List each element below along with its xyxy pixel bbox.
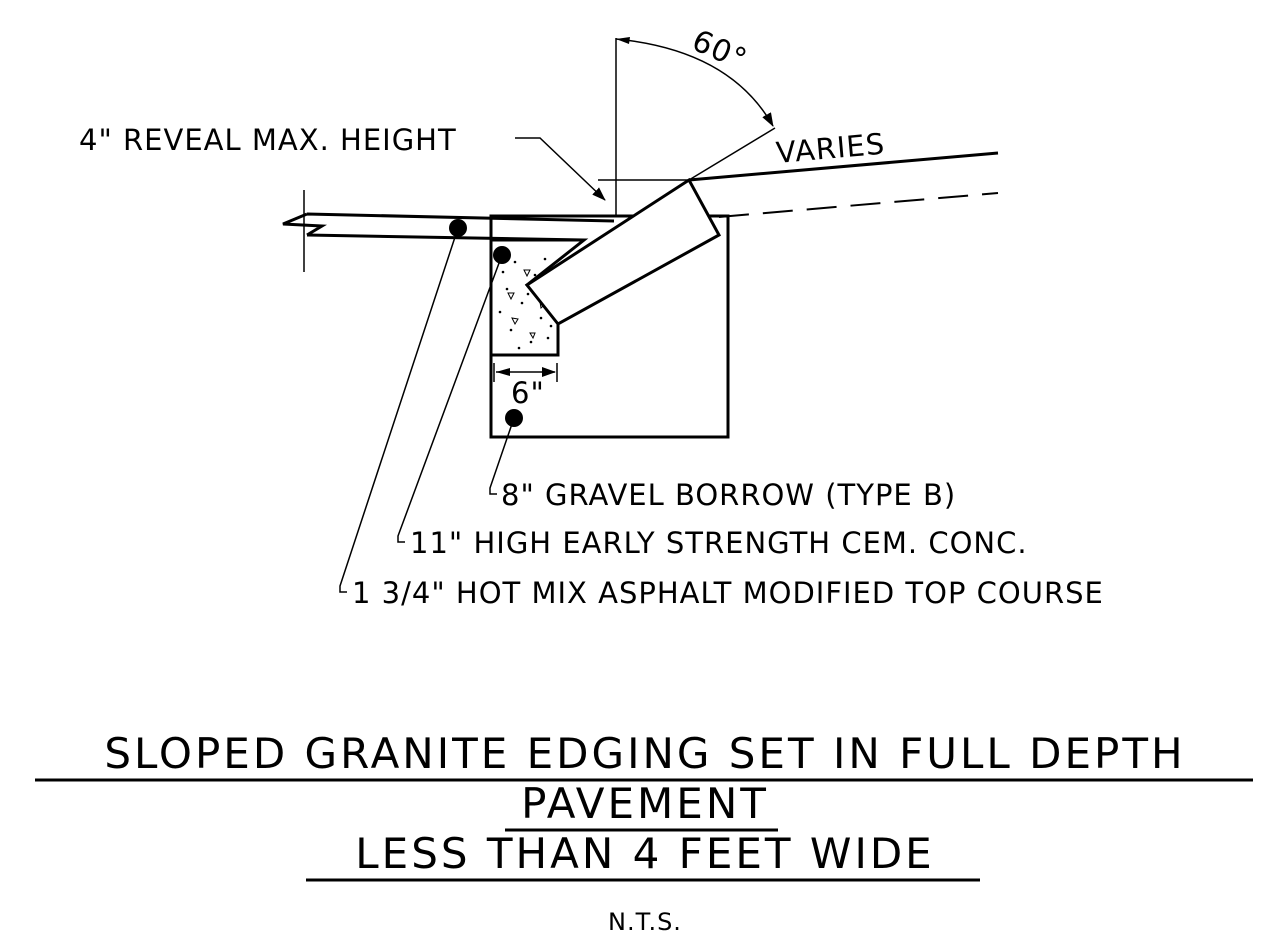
- asphalt-label: 1 3/4" HOT MIX ASPHALT MODIFIED TOP COUR…: [352, 576, 1104, 610]
- granite-edging-stone: [524, 177, 722, 326]
- concrete-leader: [397, 254, 503, 543]
- title-line-3: LESS THAN 4 FEET WIDE: [355, 829, 934, 878]
- gravel-borrow-label: 8" GRAVEL BORROW (TYPE B): [501, 478, 956, 512]
- title-line-1: SLOPED GRANITE EDGING SET IN FULL DEPTH: [104, 729, 1185, 778]
- reveal-leader: [515, 137, 606, 201]
- title-line-2: PAVEMENT: [521, 779, 769, 828]
- angle-arc: [615, 38, 774, 127]
- angle-extension-line: [688, 127, 776, 181]
- ground-line-varies: [688, 151, 999, 182]
- scale-note: N.T.S.: [608, 908, 682, 936]
- width-dimension-label: 6": [511, 376, 545, 410]
- asphalt-pavement: [282, 212, 615, 242]
- asphalt-leader: [339, 227, 459, 593]
- reveal-label: 4" REVEAL MAX. HEIGHT: [79, 123, 457, 157]
- concrete-label: 11" HIGH EARLY STRENGTH CEM. CONC.: [410, 526, 1028, 560]
- gravel-leader: [489, 417, 515, 495]
- dashed-subgrade-line: [718, 192, 999, 218]
